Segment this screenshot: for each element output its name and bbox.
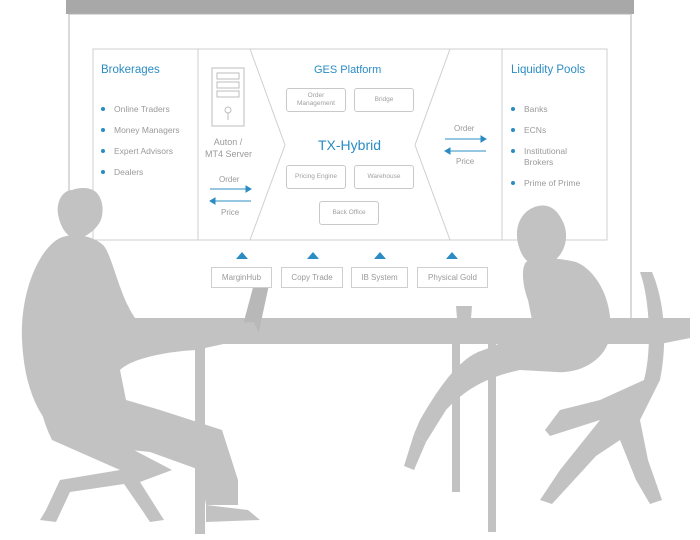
module-marginhub: MarginHub	[211, 267, 272, 288]
up-arrow-icon	[446, 252, 458, 259]
back-office-box: Back Office	[319, 201, 379, 225]
list-item: Institutional	[511, 146, 580, 157]
brokerages-list: Online Traders Money Managers Expert Adv…	[101, 104, 180, 178]
list-item: Banks	[511, 104, 580, 115]
platform-order-label: Order	[454, 124, 475, 133]
bridge-box: Bridge	[354, 88, 414, 112]
list-item: Dealers	[101, 167, 180, 178]
list-item: Brokers	[524, 157, 554, 168]
module-physical-gold: Physical Gold	[417, 267, 488, 288]
man-silhouette	[21, 187, 260, 522]
module-copy-trade: Copy Trade	[281, 267, 343, 288]
order-management-label-line1: Order	[307, 92, 325, 100]
platform-heading: GES Platform	[314, 64, 382, 76]
order-price-arrows	[209, 135, 487, 205]
list-item: Expert Advisors	[101, 146, 180, 157]
up-arrow-icon	[307, 252, 319, 259]
woman-silhouette	[404, 205, 665, 504]
liquidity-heading: Liquidity Pools	[511, 64, 586, 76]
list-item: Online Traders	[101, 104, 180, 115]
liquidity-list: Banks ECNs Institutional Brokers Prime o…	[511, 104, 580, 189]
warehouse-box: Warehouse	[354, 165, 414, 189]
up-arrow-icon	[374, 252, 386, 259]
server-label-line2: MT4 Server	[205, 149, 253, 159]
module-ib-system: IB System	[351, 267, 408, 288]
list-item: Prime of Prime	[511, 178, 580, 189]
list-item: ECNs	[511, 125, 580, 136]
platform-price-label: Price	[456, 157, 475, 166]
tx-hybrid-title: TX-Hybrid	[318, 137, 382, 153]
server-order-label: Order	[219, 175, 240, 184]
server-price-label: Price	[221, 208, 240, 217]
pricing-engine-box: Pricing Engine	[286, 165, 346, 189]
brokerages-heading: Brokerages	[101, 64, 160, 76]
list-item: Money Managers	[101, 125, 180, 136]
order-management-label-line2: Management	[297, 100, 335, 107]
server-label-line1: Auton /	[213, 137, 243, 147]
up-arrow-icon	[236, 252, 248, 259]
